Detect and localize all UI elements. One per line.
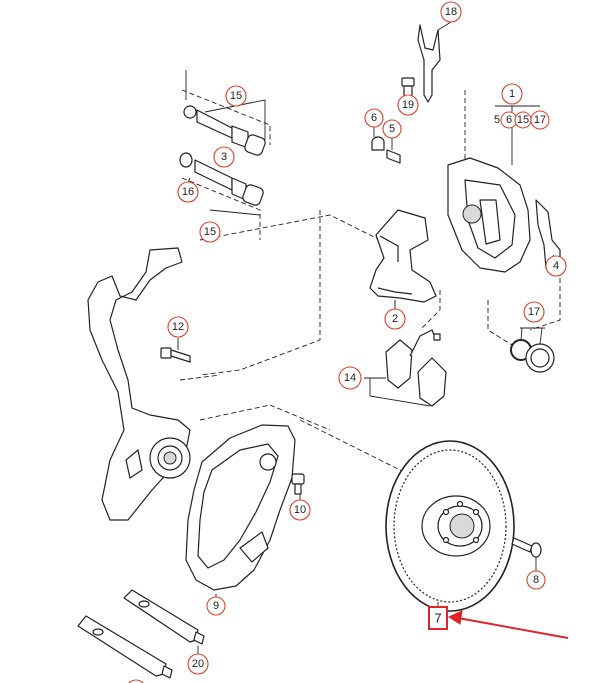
svg-text:1: 1: [509, 88, 515, 100]
part-2-carrier: [369, 209, 437, 312]
part-12-bolt: [160, 338, 191, 363]
svg-text:5: 5: [494, 114, 500, 126]
steering-knuckle: [87, 247, 191, 521]
callout-14: 14: [338, 366, 362, 390]
callout-17: 17: [523, 301, 545, 323]
part-14-pads: [364, 329, 447, 407]
callout-8: 8: [526, 570, 546, 590]
svg-text:15: 15: [230, 90, 242, 102]
svg-text:8: 8: [533, 574, 539, 586]
callout-1: 1: [501, 83, 523, 105]
svg-text:19: 19: [402, 99, 414, 111]
svg-text:6: 6: [371, 112, 377, 124]
svg-text:9: 9: [213, 600, 219, 612]
callout-9: 9: [206, 596, 226, 616]
callout-6: 6: [364, 108, 384, 128]
part-8-screw: [511, 537, 542, 572]
callout-16: 16: [177, 181, 199, 203]
callout-12: 12: [167, 316, 189, 338]
svg-text:6: 6: [506, 114, 512, 126]
callout-15-lower: 15: [199, 221, 221, 243]
callout-19: 19: [397, 94, 419, 116]
svg-text:15: 15: [204, 226, 216, 238]
assembly-lines: [179, 89, 561, 481]
svg-text:20: 20: [192, 658, 204, 670]
part-10-bolt: [291, 473, 305, 500]
part-20-tubes: [77, 589, 205, 679]
highlight-7: 7: [428, 606, 448, 630]
part-1-caliper: [447, 105, 540, 273]
svg-text:15: 15: [517, 114, 529, 126]
callout-20: 20: [187, 653, 209, 675]
svg-text:7: 7: [434, 611, 441, 626]
part-guide-pins: [179, 70, 266, 216]
part-18-bracket: [417, 21, 452, 103]
svg-text:17: 17: [528, 306, 540, 318]
callout-4: 4: [545, 255, 567, 277]
part-17-seals: [510, 327, 555, 373]
svg-text:2: 2: [392, 313, 398, 325]
svg-text:16: 16: [182, 186, 194, 198]
part-9-dust-shield: [185, 424, 296, 598]
callout-2: 2: [384, 308, 406, 330]
svg-text:18: 18: [445, 6, 457, 18]
svg-text:4: 4: [553, 260, 559, 272]
callout-5: 5: [382, 119, 402, 139]
svg-text:5: 5: [389, 123, 395, 135]
part-7-brake-disc: [385, 440, 515, 612]
callout-10: 10: [289, 499, 311, 521]
group-label-1: 5 6 15 17: [494, 110, 550, 130]
svg-text:14: 14: [344, 372, 356, 384]
callout-partial-bottom: [128, 679, 144, 683]
svg-text:3: 3: [221, 151, 227, 163]
red-arrow: [447, 610, 569, 639]
svg-text:10: 10: [294, 504, 306, 516]
callout-15-upper: 15: [225, 85, 247, 107]
svg-text:17: 17: [534, 114, 546, 126]
svg-text:12: 12: [172, 321, 184, 333]
callout-18: 18: [440, 1, 462, 23]
callout-3: 3: [213, 146, 235, 168]
